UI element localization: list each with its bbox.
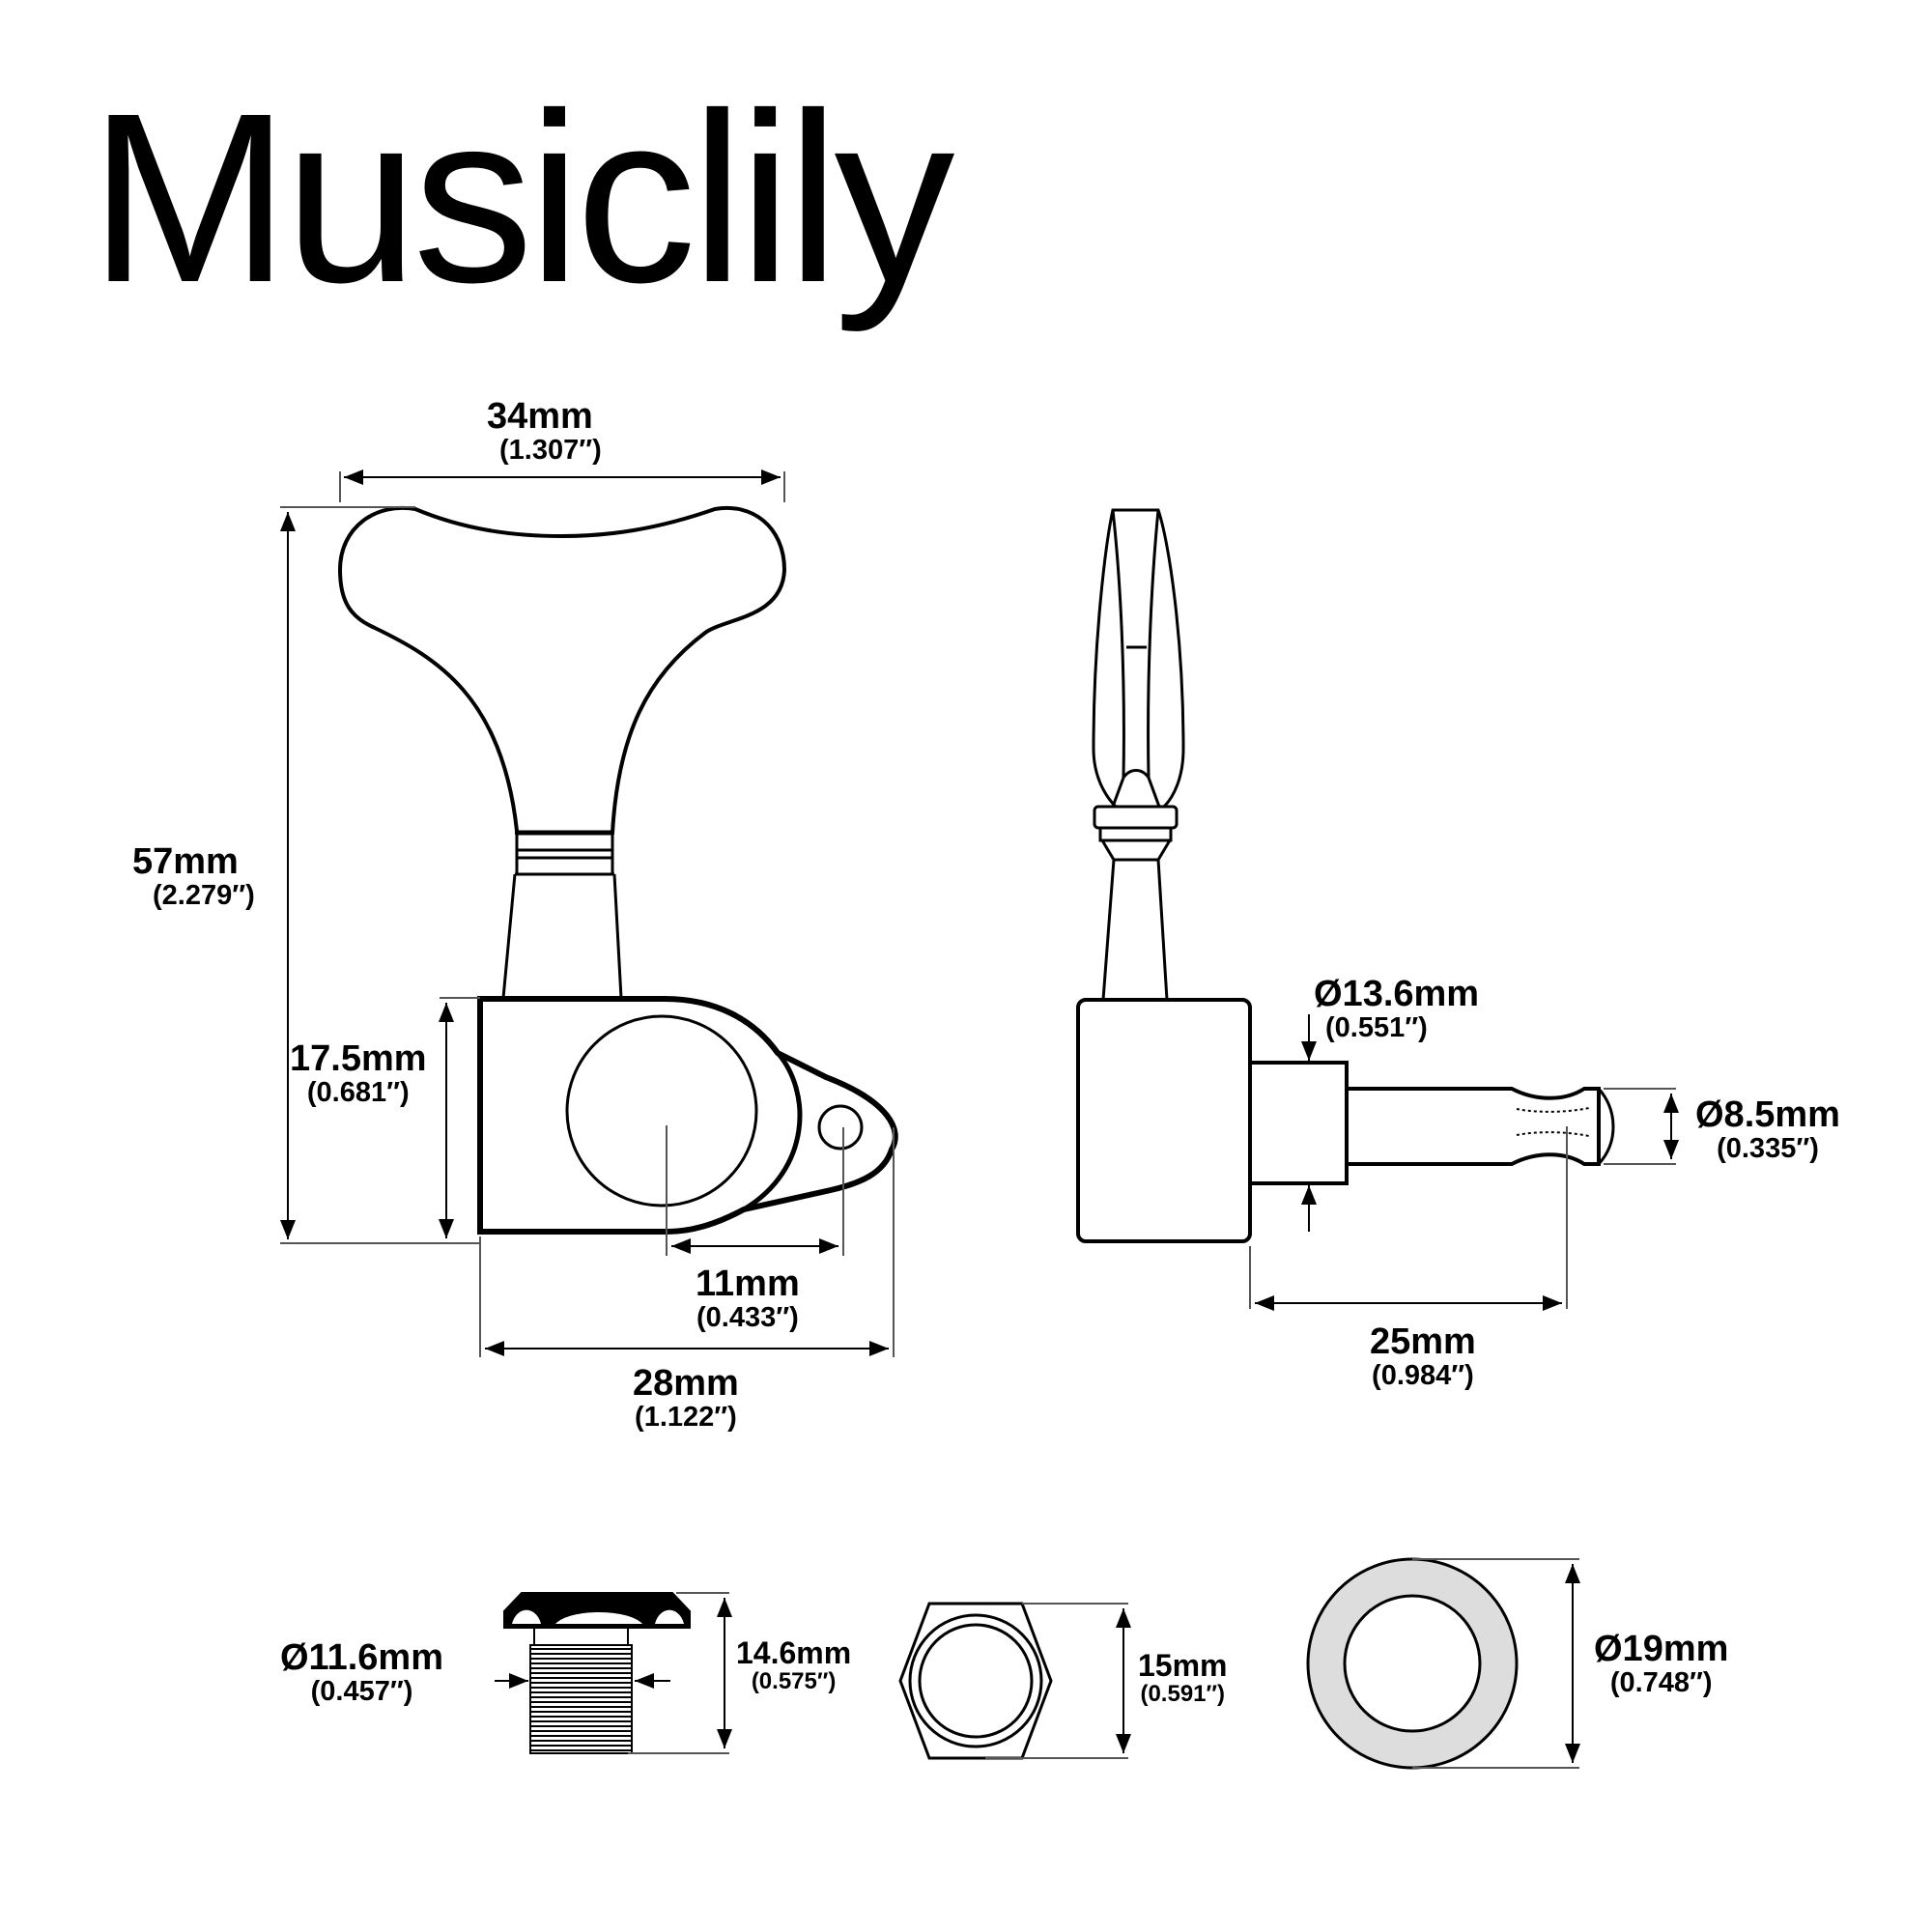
side-housing [1076, 998, 1252, 1243]
washer [1306, 1557, 1519, 1770]
dim-ferrule-height: 14.6mm (0.575″) [736, 1637, 851, 1693]
dim-hex-nut-size: 15mm (0.591″) [1138, 1650, 1228, 1706]
side-key-blade [1092, 508, 1185, 809]
threaded-ferrule [503, 1592, 691, 1754]
dim-post-diameter-inch: (0.335″) [1717, 1133, 1819, 1164]
front-view-dimension-lines [280, 469, 895, 1357]
string-post [1347, 1087, 1601, 1166]
dim-ferrule-thread-diameter-inch: (0.457″) [310, 1676, 413, 1707]
dim-button-width-mm: 34mm [486, 396, 593, 437]
ferrule-threads [529, 1644, 633, 1754]
ferrule-dimension-lines [495, 1592, 732, 1754]
tuner-gear-cap [565, 1014, 758, 1208]
dim-housing-height: 17.5mm (0.681″) [290, 1040, 427, 1107]
dim-ferrule-thread-diameter: Ø11.6mm (0.457″) [280, 1639, 443, 1706]
dim-bushing-diameter: Ø13.6mm (0.551″) [1314, 976, 1479, 1042]
screw-hole [817, 1104, 864, 1151]
hex-nut [898, 1602, 1053, 1760]
dim-ferrule-height-inch: (0.575″) [751, 1668, 837, 1694]
dim-ferrule-thread-diameter-mm: Ø11.6mm [280, 1637, 443, 1678]
dim-screw-offset-inch: (0.433″) [696, 1302, 799, 1333]
dim-post-diameter: Ø8.5mm (0.335″) [1695, 1096, 1840, 1163]
dim-bushing-diameter-inch: (0.551″) [1325, 1012, 1428, 1043]
hex-nut-dimension-lines [985, 1603, 1131, 1759]
dim-screw-offset: 11mm (0.433″) [696, 1265, 800, 1332]
dim-total-height-mm: 57mm [131, 841, 239, 882]
dim-housing-length-mm: 28mm [633, 1363, 739, 1404]
side-view-dimension-lines [1249, 1014, 1679, 1311]
dim-washer-diameter-inch: (0.748″) [1609, 1667, 1713, 1698]
dim-total-height-inch: (2.279″) [153, 880, 255, 911]
dim-washer-diameter: Ø19mm (0.748″) [1594, 1631, 1728, 1697]
brand-title: Musiclily [89, 63, 954, 332]
bushing [1248, 1061, 1349, 1185]
dim-total-height: 57mm (2.279″) [116, 843, 255, 910]
dim-screw-offset-mm: 11mm [696, 1264, 800, 1304]
dim-housing-height-inch: (0.681″) [306, 1077, 410, 1108]
dim-ferrule-height-mm: 14.6mm [736, 1635, 852, 1670]
tuner-key-button [337, 505, 787, 835]
dim-button-width: 34mm (1.307″) [478, 398, 602, 465]
dim-hex-nut-size-inch: (0.591″) [1140, 1681, 1226, 1707]
tuner-housing [477, 996, 898, 1235]
dim-button-width-inch: (1.307″) [499, 435, 602, 466]
dim-housing-length-inch: (1.122″) [635, 1402, 737, 1433]
dim-bushing-diameter-mm: Ø13.6mm [1314, 974, 1480, 1014]
dim-post-height: 25mm (0.984″) [1370, 1323, 1476, 1390]
dim-housing-length: 28mm (1.122″) [633, 1365, 739, 1432]
tuner-front-view [337, 505, 898, 1235]
dim-housing-height-mm: 17.5mm [290, 1038, 427, 1079]
dim-post-diameter-mm: Ø8.5mm [1695, 1094, 1840, 1135]
washer-dimension-lines [1412, 1558, 1580, 1769]
dim-post-height-inch: (0.984″) [1372, 1360, 1474, 1391]
dim-post-height-mm: 25mm [1370, 1321, 1476, 1362]
tuner-side-view [1076, 508, 1615, 1243]
dim-hex-nut-size-mm: 15mm [1138, 1648, 1228, 1683]
dim-washer-diameter-mm: Ø19mm [1594, 1629, 1729, 1669]
